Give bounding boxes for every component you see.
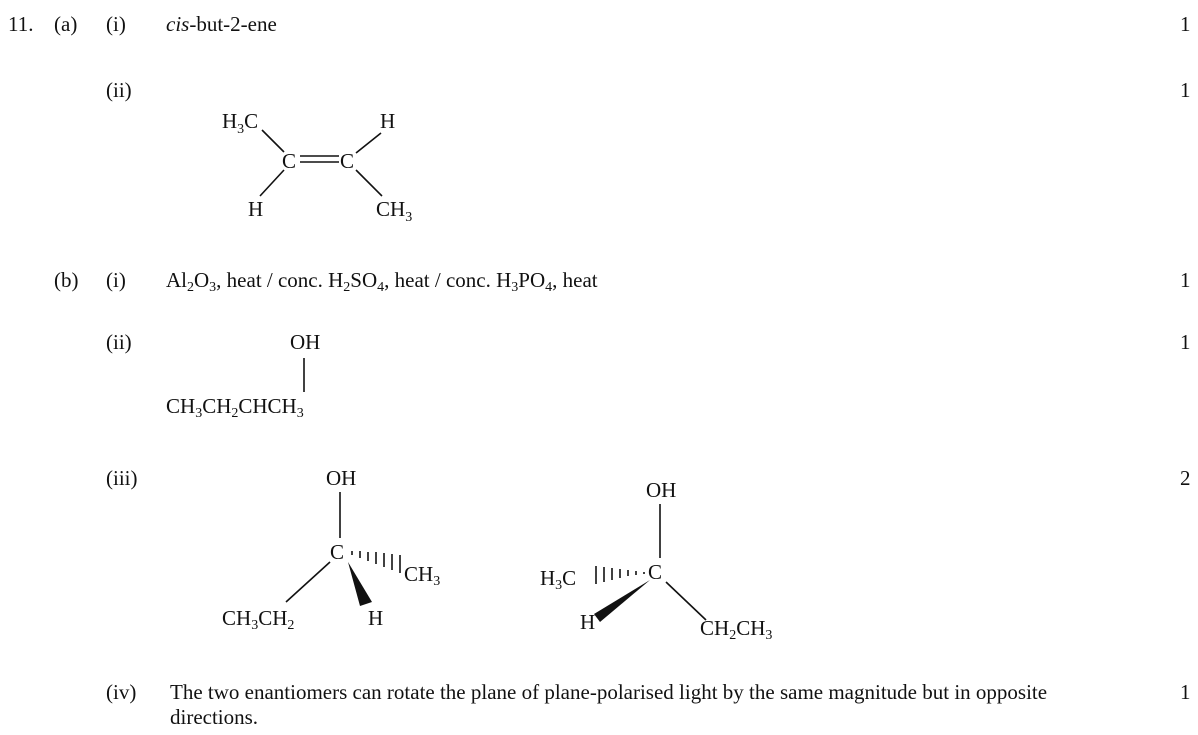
a-i-label: (i): [106, 12, 126, 36]
enantiomer-right-h: H: [580, 610, 596, 634]
b-i-reagents: Al2O3, heat / conc. H2SO4, heat / conc. …: [166, 268, 598, 295]
alkene-ch3: CH3: [376, 197, 412, 225]
b-iv-label: (iv): [106, 680, 137, 704]
enantiomer-left-h: H: [368, 606, 384, 630]
enantiomer-left-c: C: [330, 540, 345, 564]
a-i-answer: cis-but-2-ene: [166, 12, 277, 36]
right-hashed-bond: [595, 566, 645, 584]
b-iv-answer: The two enantiomers can rotate the plane…: [170, 680, 1048, 729]
b-ii-formula: CH3CH2CHCH3: [166, 394, 304, 421]
bond-h3c-c: [261, 129, 285, 153]
b-iii-label: (iii): [106, 466, 138, 490]
alkene-structure: H3C H C C H CH3: [222, 109, 412, 225]
bond-c-h: [259, 169, 285, 197]
b-ii-oh: OH: [290, 330, 321, 354]
enantiomer-right-bonds: [594, 504, 707, 622]
enantiomer-left-ethyl: CH3CH2: [222, 606, 295, 633]
enantiomer-left-ch3: CH3: [404, 562, 441, 589]
a-i-answer-italic: cis: [166, 12, 190, 36]
right-wedge-bond: [594, 580, 650, 622]
b-iv-mark: 1: [1180, 680, 1191, 704]
alkene-c-right: C: [340, 149, 354, 173]
a-i-answer-rest: -but-2-ene: [189, 12, 277, 36]
a-i-mark: 1: [1180, 12, 1191, 36]
a-ii-mark: 1: [1180, 78, 1191, 102]
part-a-label: (a): [54, 12, 78, 36]
alkene-h-bottom: H: [248, 197, 263, 221]
b-i-label: (i): [106, 268, 126, 292]
left-bond-ethyl: [285, 561, 331, 603]
alkene-c-left: C: [282, 149, 296, 173]
alkene-h-top: H: [380, 109, 395, 133]
b-i-mark: 1: [1180, 268, 1191, 292]
alkene-h3c: H3C: [222, 109, 258, 137]
enantiomer-right-oh: OH: [646, 478, 677, 502]
part-b-label: (b): [54, 268, 79, 292]
b-ii-mark: 1: [1180, 330, 1191, 354]
b-ii-label: (ii): [106, 330, 132, 354]
bond-h-c: [355, 132, 382, 154]
b-iii-mark: 2: [1180, 466, 1191, 490]
enantiomer-right-c: C: [648, 560, 663, 584]
enantiomer-left-oh: OH: [326, 466, 357, 490]
bond-c-ch3: [355, 169, 383, 197]
question-number: 11.: [8, 12, 34, 36]
left-hashed-bond: [351, 551, 401, 573]
enantiomer-left-bonds: [285, 492, 401, 606]
right-bond-ethyl: [665, 581, 707, 621]
a-ii-label: (ii): [106, 78, 132, 102]
enantiomer-right-ethyl: CH2CH3: [700, 616, 773, 643]
enantiomer-right-h3c: H3C: [540, 566, 577, 593]
left-wedge-bond: [348, 562, 372, 606]
